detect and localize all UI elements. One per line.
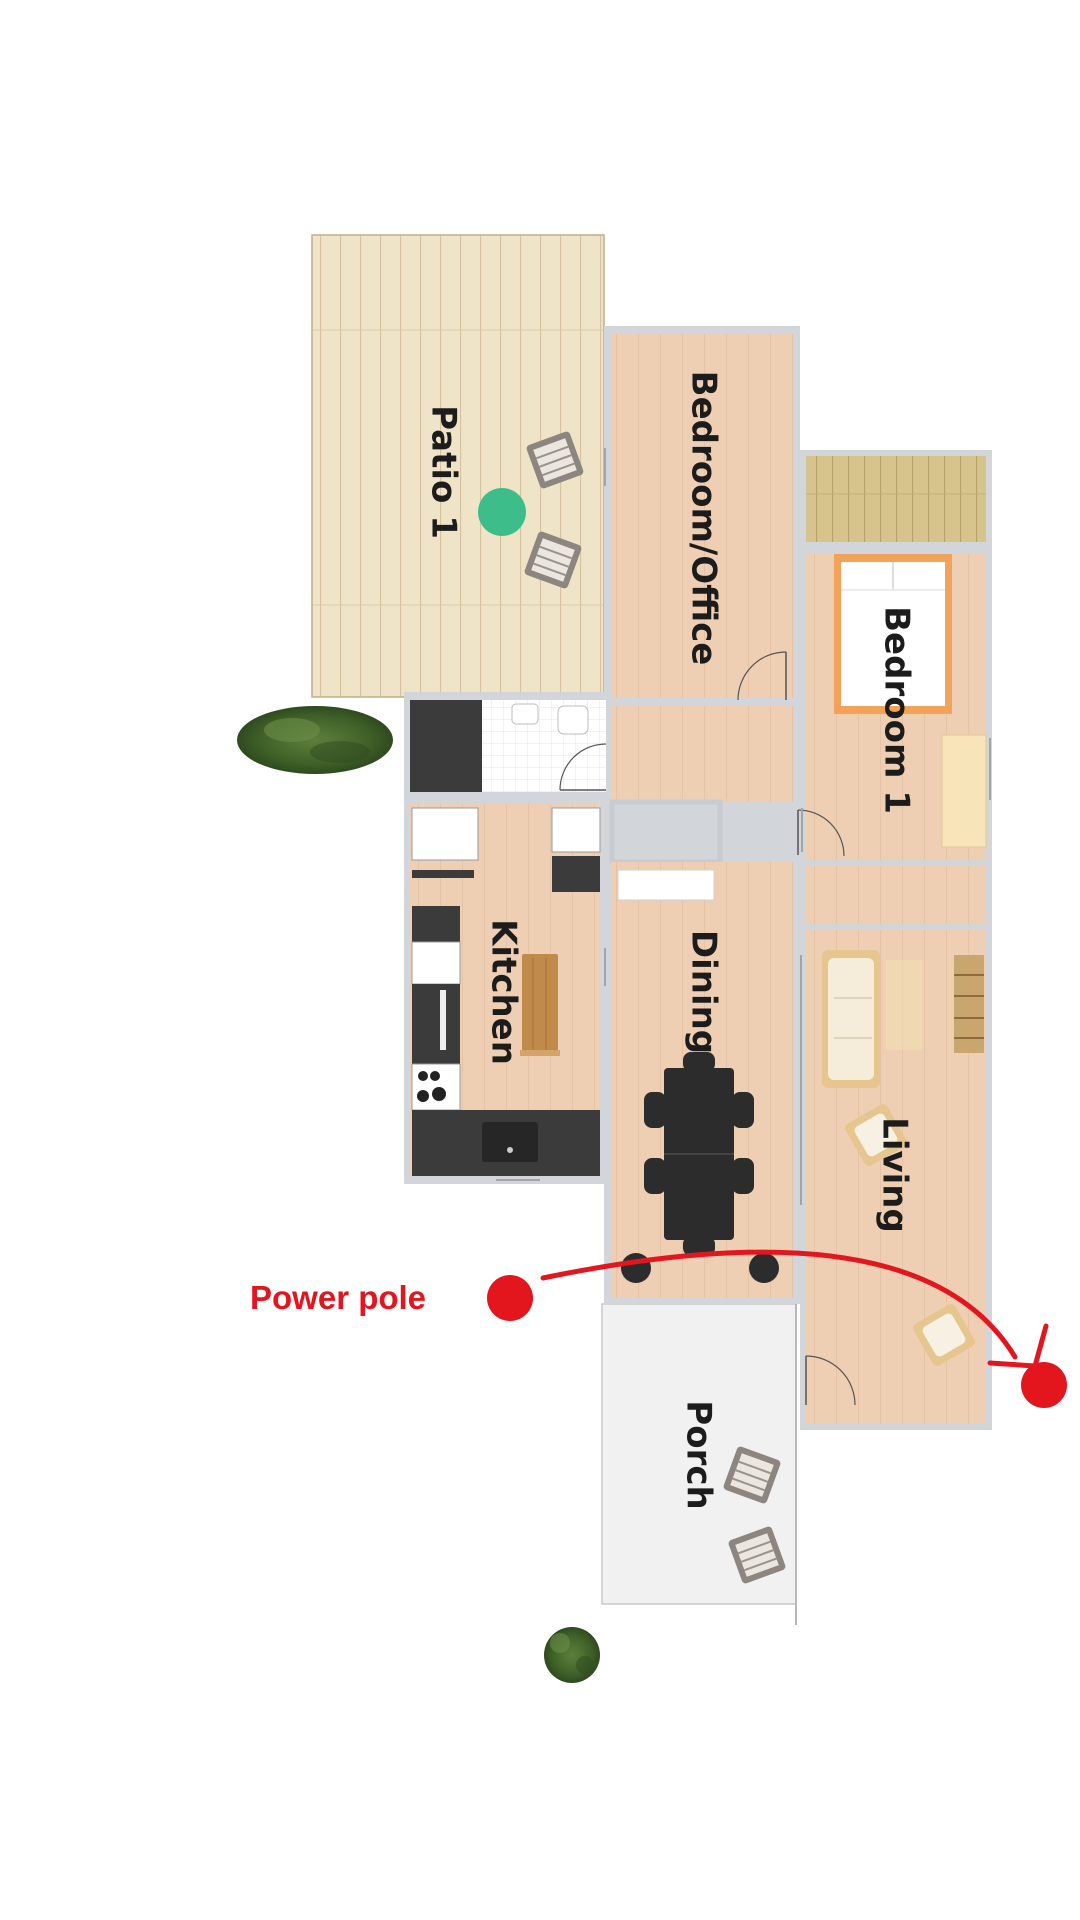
dining-table: [621, 1052, 779, 1283]
connection-point-marker: [1021, 1362, 1067, 1408]
door: [797, 809, 845, 857]
rug: [886, 960, 922, 1050]
power-pole-label: Power pole: [250, 1279, 426, 1316]
door: [737, 651, 787, 701]
living: Living: [805, 930, 986, 1424]
patio-marker: [478, 488, 526, 536]
room-label-kitchen: Kitchen: [484, 919, 524, 1065]
armchair: [845, 1104, 907, 1166]
sofa: [822, 950, 880, 1088]
patio-1: Patio 1: [311, 234, 605, 698]
bathroom: [410, 700, 607, 792]
stove: [411, 1063, 461, 1111]
room-label-bedroom: Bedroom 1: [877, 606, 917, 814]
kitchen: Kitchen: [410, 804, 601, 1176]
porch-chair: [723, 1446, 781, 1504]
door: [559, 743, 607, 791]
shrub: [237, 706, 393, 774]
bed: [834, 554, 952, 714]
bedroom-office: Bedroom/Office: [611, 334, 793, 701]
corridor: [806, 866, 986, 924]
porch: Porch: [601, 1303, 797, 1625]
patio-chair: [524, 531, 582, 589]
power-pole-annotation: Power pole: [250, 1249, 1067, 1408]
door: [805, 1355, 856, 1406]
bookshelf: [954, 955, 984, 1053]
kitchen-table: [520, 954, 560, 1056]
dining: Dining: [611, 862, 793, 1298]
tree: [544, 1627, 600, 1683]
room-label-bedroom-office: Bedroom/Office: [684, 371, 724, 666]
patio-chair: [526, 431, 584, 489]
room-label-porch: Porch: [679, 1400, 719, 1509]
power-pole-marker: [487, 1275, 533, 1321]
bedroom-balcony: [806, 456, 986, 542]
room-label-patio: Patio 1: [424, 405, 464, 539]
room-label-living: Living: [875, 1117, 915, 1233]
desk: [941, 734, 987, 848]
bedroom-1: Bedroom 1: [797, 554, 987, 860]
sideboard: [617, 869, 715, 901]
windows: [496, 448, 991, 1205]
room-label-dining: Dining: [684, 930, 724, 1054]
armchair: [913, 1304, 975, 1366]
porch-chair: [728, 1526, 786, 1584]
route-arrow: [540, 1249, 1018, 1360]
hallway: [609, 706, 793, 865]
